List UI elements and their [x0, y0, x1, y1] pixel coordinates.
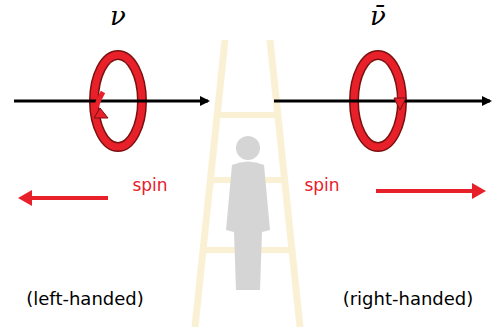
- neutrino-figure: [14, 55, 208, 206]
- spin-label: spin: [132, 176, 167, 195]
- antineutrino-figure: [274, 55, 490, 199]
- handedness-label: (left-handed): [26, 289, 143, 309]
- watermark: [195, 40, 300, 327]
- handedness-label: (right-handed): [343, 289, 474, 309]
- spin-label: spin: [304, 176, 339, 195]
- particle-symbol: ν: [110, 2, 126, 31]
- particle-symbol: ν̄: [370, 2, 386, 31]
